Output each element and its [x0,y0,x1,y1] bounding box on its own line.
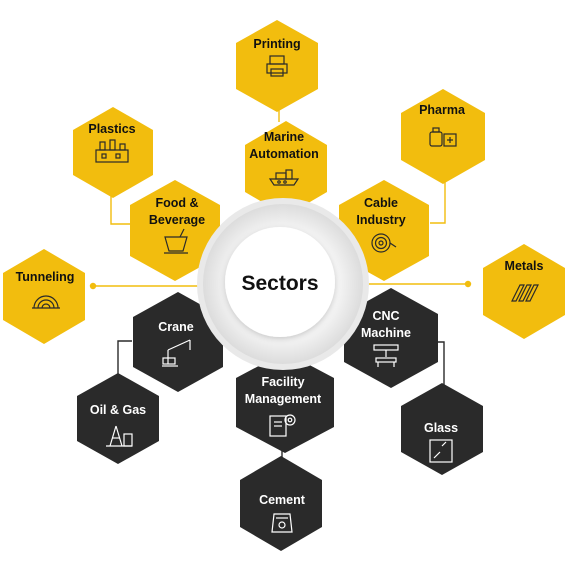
metal-bars-icon [511,284,539,302]
facility-gear-icon [269,414,296,437]
label-printing: Printing [253,37,300,51]
hex-tunneling: Tunneling [3,249,85,344]
hex-food-beverage: Food & Beverage [130,180,220,281]
hex-metals: Metals [483,244,565,339]
drink-icon [164,228,188,254]
label-facility-management-1: Facility [261,375,304,389]
factory-icon [95,139,129,163]
hex-cnc-machine: CNC Machine [344,288,438,388]
label-metals: Metals [505,259,544,273]
label-oil-gas: Oil & Gas [90,403,146,417]
hex-plastics: Plastics [73,107,153,198]
hex-crane: Crane [133,292,223,392]
ship-icon [268,169,300,186]
cement-bag-icon [271,513,293,533]
hex-facility-management: Facility Management [236,352,334,453]
label-food-beverage-1: Food & [155,196,198,210]
label-crane: Crane [158,320,193,334]
outer-hexagons: Printing Plastics Pharma [3,20,565,551]
cnc-machine-icon [373,344,399,367]
tunnel-icon [32,295,60,309]
hex-marine-automation: Marine Automation [245,121,327,216]
label-marine-automation-1: Marine [264,130,304,144]
connector-dot-metals [464,280,472,288]
connector-pharma [430,168,446,224]
hex-printing: Printing [236,20,318,112]
oil-rig-icon [106,425,133,447]
connector-glass [437,341,445,390]
connector-plastics [110,186,130,225]
label-cnc-machine-1: CNC [372,309,399,323]
hex-oil-gas: Oil & Gas [77,373,159,464]
label-cable-industry-2: Industry [356,213,405,227]
label-cable-industry-1: Cable [364,196,398,210]
label-glass: Glass [424,421,458,435]
center-hub: Sectors [197,198,369,370]
connector-oil-gas [117,340,132,380]
inner-hexagons: Marine Automation Food & Beverage [130,121,438,453]
label-tunneling: Tunneling [16,270,75,284]
label-food-beverage-2: Beverage [149,213,205,227]
hex-cement: Cement [240,456,322,551]
medicine-bottle-icon [429,127,457,147]
label-cnc-machine-2: Machine [361,326,411,340]
glass-pane-icon [429,439,453,463]
crane-icon [162,339,191,367]
label-plastics: Plastics [88,122,135,136]
label-marine-automation-2: Automation [249,147,318,161]
hex-pharma: Pharma [401,89,485,184]
center-disc [225,227,335,337]
center-title: Sectors [241,272,318,295]
printer-icon [266,55,288,77]
label-pharma: Pharma [419,103,466,117]
label-cement: Cement [259,493,306,507]
hex-glass: Glass [401,383,483,475]
connector-dot-tunneling [89,282,97,290]
label-facility-management-2: Management [245,392,322,406]
cable-coil-icon [371,233,397,253]
